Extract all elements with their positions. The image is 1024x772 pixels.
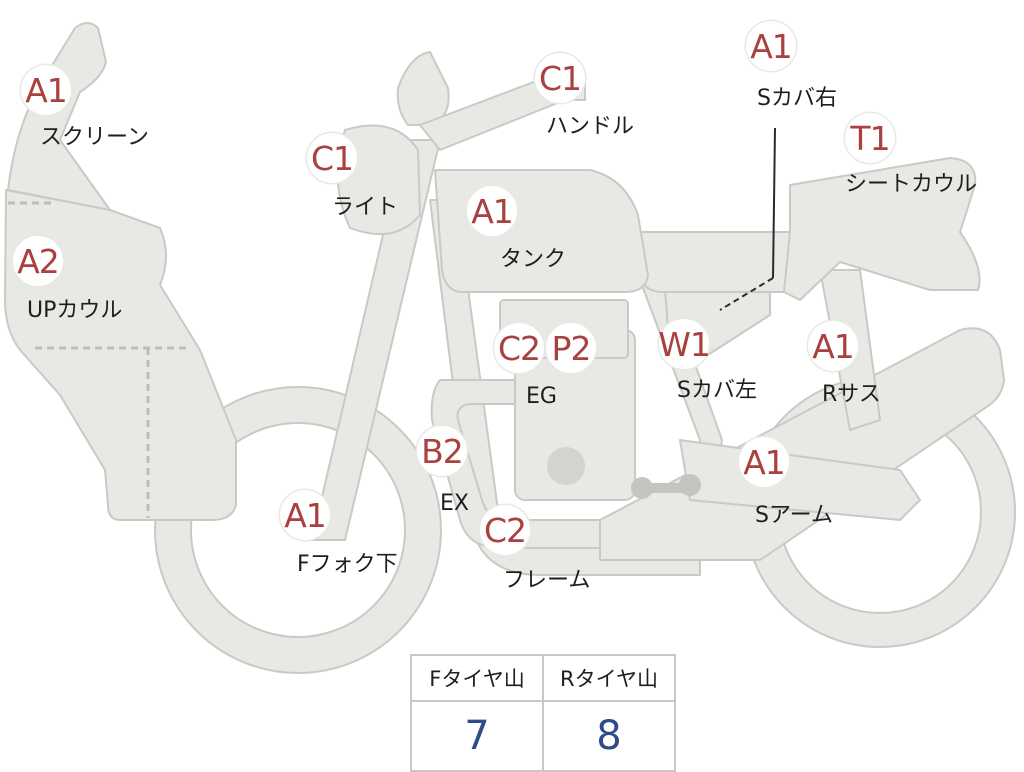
tire-tread-table: Fタイヤ山 Rタイヤ山 7 8 <box>410 654 676 772</box>
seat-cowl-shape <box>783 157 981 301</box>
up-cowl-label: UPカウル <box>27 298 123 323</box>
light-grade: C1 <box>307 133 357 183</box>
rear-tire-value: 8 <box>542 700 676 772</box>
up-cowl-shape <box>4 189 237 521</box>
exhaust-grade: B2 <box>417 426 467 476</box>
tank-shape <box>434 169 649 293</box>
muffler-shape <box>599 327 1005 561</box>
front-fork-lower-grade: A1 <box>280 490 330 540</box>
light-label: ライト <box>332 195 399 220</box>
front-fork-shape <box>311 139 441 541</box>
exhaust-label: EX <box>440 491 469 516</box>
rear-tire-header: Rタイヤ山 <box>542 654 676 702</box>
handle-label: ハンドル <box>546 114 635 139</box>
handle-grade: C1 <box>535 53 585 103</box>
front-tire <box>155 387 441 673</box>
engine-cover-circle <box>547 447 585 485</box>
tire-header-row: Fタイヤ山 Rタイヤ山 <box>410 654 676 702</box>
side-cover-right-grade: A1 <box>746 21 796 71</box>
side-cover-left-grade: W1 <box>658 319 711 369</box>
swing-arm-label: Sアーム <box>755 503 833 528</box>
rear-suspension-grade: A1 <box>808 321 858 371</box>
screen-grade: A1 <box>21 65 71 115</box>
footpeg-shape <box>631 474 701 499</box>
seat-cowl-grade: T1 <box>845 113 895 163</box>
side-cover-right-label: Sカバ右 <box>757 86 837 111</box>
up-cowl-grade: A2 <box>13 236 63 286</box>
tank-grade: A1 <box>467 186 517 236</box>
seat-cowl-label: シートカウル <box>845 172 978 197</box>
tank-label: タンク <box>500 247 567 272</box>
rear-suspension-label: Rサス <box>822 382 881 407</box>
front-fork-lower-label: Fフォク下 <box>297 552 398 577</box>
tire-value-row: 7 8 <box>410 700 676 772</box>
mirror-shape <box>396 51 450 126</box>
frame-label: フレーム <box>503 568 591 593</box>
frame-grade: C2 <box>480 505 530 555</box>
engine-p-grade: P2 <box>546 323 596 373</box>
screen-shape <box>7 22 111 211</box>
swing-arm-grade: A1 <box>739 437 789 487</box>
seat-shape <box>639 231 791 293</box>
front-tire-value: 7 <box>410 700 544 772</box>
screen-label: スクリーン <box>40 125 149 150</box>
front-tire-header: Fタイヤ山 <box>410 654 544 702</box>
side-cover-left-label: Sカバ左 <box>677 378 757 403</box>
engine-label: EG <box>526 384 557 409</box>
engine-c-grade: C2 <box>494 323 544 373</box>
